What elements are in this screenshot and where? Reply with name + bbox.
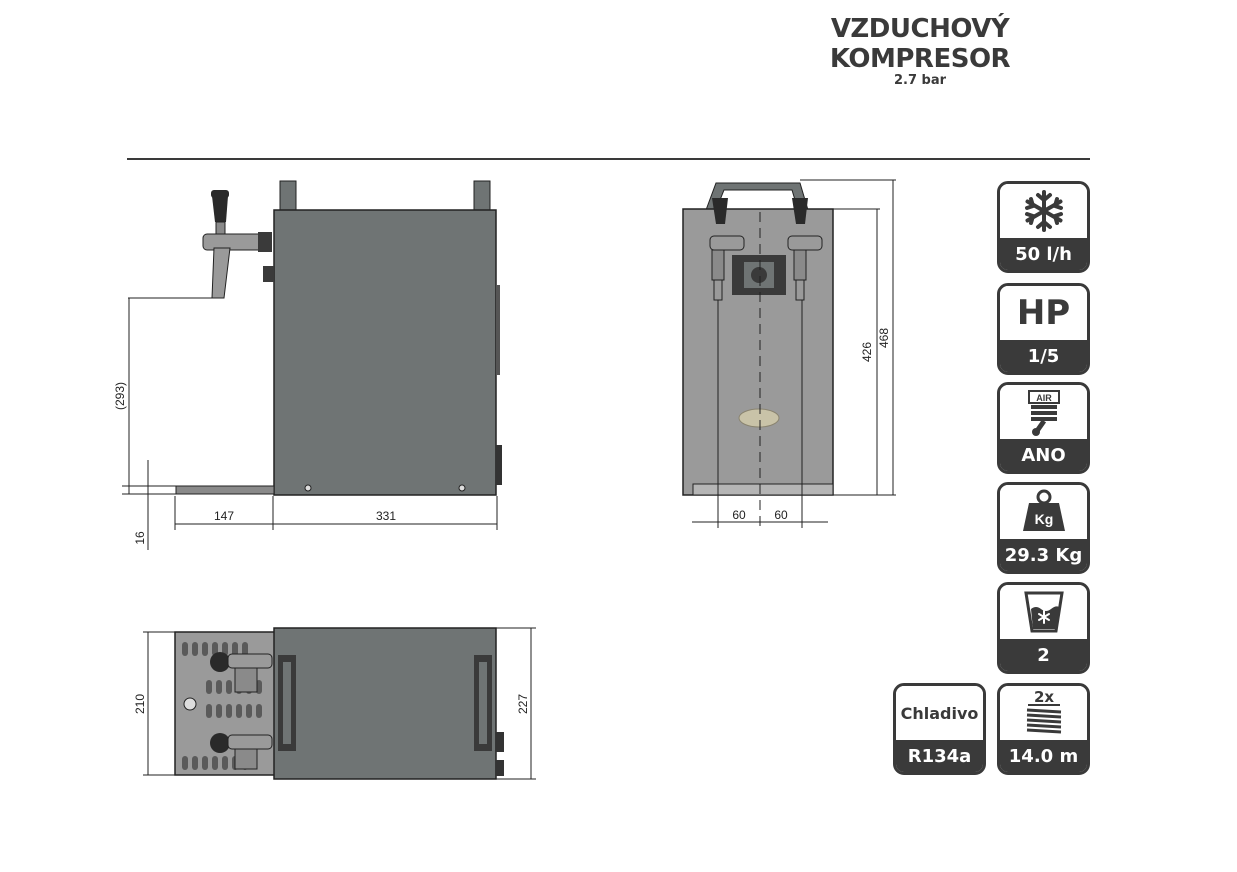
dim-spacing-right: 60 [774, 508, 788, 522]
snowflake-icon [1024, 190, 1063, 232]
spec-taps-top [1000, 585, 1087, 639]
spec-taps: 2 [997, 582, 1090, 674]
air-icon-label: AIR [1036, 393, 1052, 403]
tap-top-2 [210, 733, 273, 770]
beer-tap-side [202, 190, 272, 299]
dim-spacing-left: 60 [732, 508, 746, 522]
dim-body-height: 426 [860, 342, 874, 362]
dim-total-height: 468 [877, 328, 891, 348]
spec-refrigerant-label: Chladivo [900, 703, 979, 723]
dim-width-inner: 210 [133, 694, 147, 714]
spec-air-top: AIR [1000, 385, 1087, 439]
dim-base-depth: 147 [214, 509, 234, 523]
spec-coil-top: 2x [1000, 686, 1087, 740]
weight-icon: Kg [1022, 489, 1065, 531]
spec-weight: Kg 29.3 Kg [997, 482, 1090, 574]
top-view: 210 227 [133, 627, 536, 780]
beer-tap-right [787, 198, 823, 301]
spec-cooling-top [1000, 184, 1087, 238]
title-line-2: KOMPRESOR [829, 44, 1011, 74]
dim-body-depth: 331 [376, 509, 396, 523]
coil-icon-label: 2x [1033, 688, 1053, 706]
product-title: VZDUCHOVÝ KOMPRESOR 2.7 bar [800, 14, 1040, 88]
spec-coil: 2x 14.0 m [997, 683, 1090, 775]
dim-tap-height: (293) [113, 382, 127, 410]
spec-weight-top: Kg [1000, 485, 1087, 539]
dim-width-outer: 227 [516, 694, 530, 714]
coil-icon: 2x [1026, 688, 1061, 734]
spec-refrigerant: Chladivo R134a [893, 683, 986, 775]
beer-tap-left [709, 198, 745, 301]
air-pump-icon: AIR [1027, 390, 1060, 436]
side-view: (293) 16 147 331 [113, 180, 502, 550]
front-view: 60 60 426 468 [682, 179, 896, 528]
title-line-1: VZDUCHOVÝ [830, 14, 1010, 44]
spec-air: AIR ANO [997, 382, 1090, 474]
ice-glass-icon [1023, 591, 1064, 633]
spec-weight-value: 29.3 Kg [1000, 539, 1087, 571]
spec-refrigerant-value: R134a [896, 740, 983, 772]
spec-taps-value: 2 [1000, 639, 1087, 671]
weight-icon-label: Kg [1034, 511, 1053, 527]
spec-coil-value: 14.0 m [1000, 740, 1087, 772]
tap-top-1 [210, 652, 273, 693]
spec-power: HP 1/5 [997, 283, 1090, 375]
dim-base-height: 16 [133, 531, 147, 545]
spec-air-value: ANO [1000, 439, 1087, 471]
spec-cooling: 50 l/h [997, 181, 1090, 273]
header-divider [127, 158, 1090, 160]
title-pressure: 2.7 bar [893, 73, 947, 88]
spec-cooling-value: 50 l/h [1000, 238, 1087, 270]
spec-power-label: HP [1016, 293, 1071, 333]
spec-power-value: 1/5 [1000, 340, 1087, 372]
